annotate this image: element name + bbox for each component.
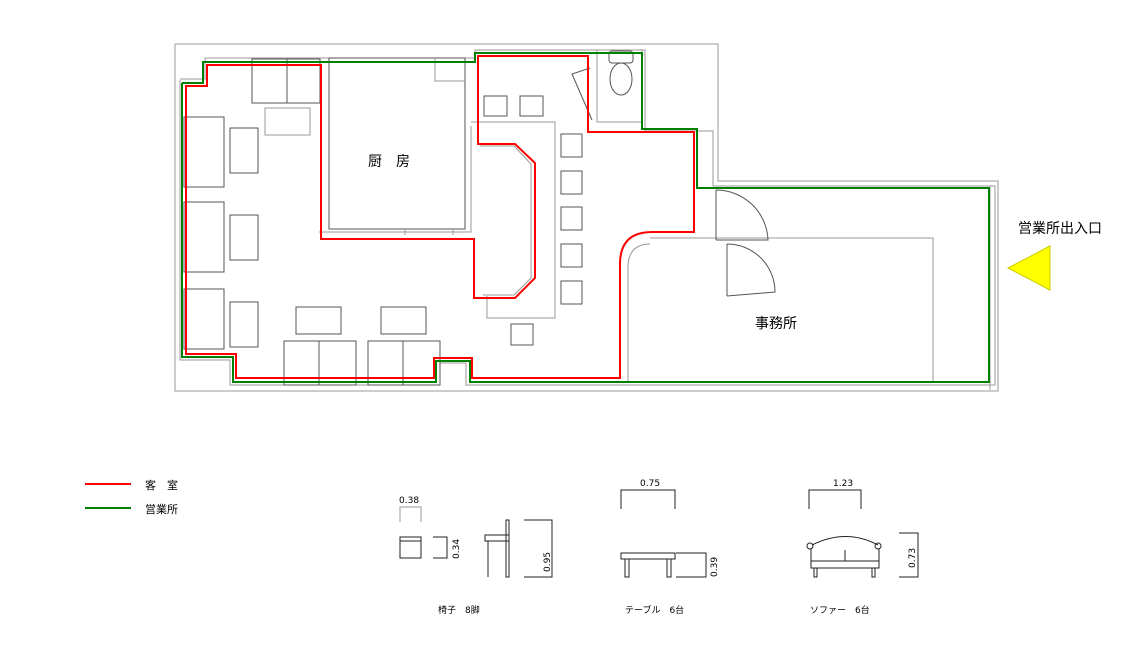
office-label: 事務所 [755,316,797,332]
legend: 客 室 営業所 [85,478,178,516]
seating-furniture [183,58,441,386]
legend-guest-room: 客 室 [145,478,178,492]
sofa-width: 1.23 [833,479,853,489]
table-label: テーブル 6台 [625,604,684,616]
table-height: 0.39 [710,557,720,577]
bar-stools [483,95,583,346]
legend-sales-office: 営業所 [145,502,178,516]
toilet [571,49,643,123]
table-width: 0.75 [640,479,660,489]
kitchen-label: 厨 房 [368,154,410,170]
kitchen-room [319,57,472,235]
building-outline [174,43,999,392]
chair-seat-height: 0.34 [452,539,462,559]
chair-label: 椅子 8脚 [438,604,480,616]
sales-area-boundary [181,52,990,383]
entrance-arrow-icon [1006,245,1051,291]
chair-detail: 0.38 0.34 0.95 椅子 8脚 [399,496,553,616]
table-detail: 0.75 0.39 テーブル 6台 [620,479,720,616]
bar-counter [471,121,556,319]
sofa-height: 0.73 [908,548,918,568]
chair-width: 0.38 [399,496,419,506]
chair-height: 0.95 [543,552,553,572]
guest-room-boundary [185,55,695,379]
office-room [627,186,991,390]
entrance-label: 営業所出入口 [1018,221,1102,237]
sofa-label: ソファー 6台 [810,604,870,616]
sofa-detail: 1.23 0.73 ソファー 6台 [806,479,919,616]
